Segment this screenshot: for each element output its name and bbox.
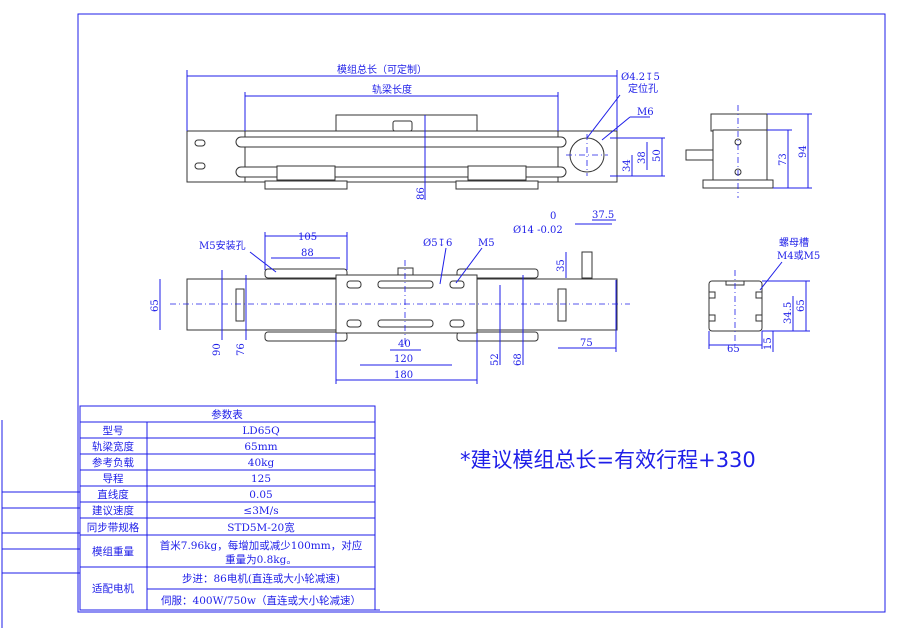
rail: [235, 136, 567, 148]
row-label: 建议速度: [92, 504, 134, 517]
row-value: LD65Q: [242, 425, 280, 437]
foot: [264, 180, 348, 190]
dim-86: 86: [416, 187, 427, 200]
section-view: [708, 261, 810, 352]
row-value-continued: 重量为0.8kg。: [225, 553, 297, 566]
shaft-dia-label: Ø14 -0.02: [513, 225, 563, 236]
dim-34-5: 34.5: [783, 302, 794, 324]
length-note: *建议模组总长=有效行程+330: [460, 448, 756, 472]
dim-38: 38: [637, 151, 648, 164]
tolerance-upper: 0: [550, 211, 556, 222]
dim-73: 73: [778, 153, 789, 166]
dim-37-5: 37.5: [592, 210, 614, 221]
row-value: 125: [251, 473, 271, 485]
row-value: 首米7.96kg，每增加或减少100mm，对应: [160, 539, 363, 552]
dim-180: 180: [394, 370, 413, 381]
nut-slot-label: 螺母槽: [779, 236, 809, 249]
motor-stepper: 步进：86电机(直连或大小轮减速): [182, 572, 340, 585]
dim-34: 34: [622, 159, 633, 172]
shaft: [581, 251, 593, 279]
pin-hole-label: 定位孔: [628, 82, 658, 95]
beam-length-label: 轨梁长度: [372, 83, 412, 96]
dim-40: 40: [398, 339, 411, 350]
dim-35: 35: [556, 259, 567, 272]
dim-94: 94: [798, 145, 809, 158]
pin-hole-dim: Ø4.2↧5: [621, 72, 660, 83]
margin-rows: [2, 491, 80, 574]
parameter-table: [79, 405, 380, 611]
dim-15: 15: [763, 337, 774, 350]
bottom-view: [159, 219, 630, 384]
row-value: STD5M-20宽: [227, 521, 295, 534]
dim-52: 52: [490, 353, 501, 366]
row-label: 模组重量: [92, 545, 134, 558]
row-label: 参考负载: [92, 456, 134, 469]
dim-50: 50: [652, 149, 663, 162]
foot: [455, 180, 539, 190]
nut-size-label: M4或M5: [777, 250, 820, 262]
row-label: 型号: [103, 424, 124, 437]
dim-105: 105: [298, 232, 317, 243]
m6-label: M6: [637, 107, 654, 118]
row-label: 适配电机: [92, 582, 134, 595]
row-label: 导程: [103, 473, 124, 485]
row-label: 同步带规格: [87, 521, 140, 534]
row-value: 0.05: [249, 489, 272, 501]
dim-65: 65: [150, 299, 161, 312]
m5-label: M5: [478, 238, 495, 249]
row-label: 直线度: [97, 488, 129, 501]
row-value: ≤3M/s: [243, 505, 278, 517]
dim-120: 120: [394, 354, 413, 365]
dim-75: 75: [580, 338, 593, 349]
sheet-border: [77, 13, 886, 613]
dim-65-height: 65: [796, 299, 807, 312]
top-view: [186, 70, 665, 200]
table-title: 参数表: [211, 408, 243, 421]
dim-88: 88: [301, 248, 314, 259]
row-value: 40kg: [248, 457, 275, 469]
motor-servo: 伺服：400W/750w（直连或大小轮减速）: [161, 594, 361, 607]
overall-length-label: 模组总长（可定制）: [337, 63, 427, 76]
row-value: 65mm: [244, 441, 277, 453]
end-view: [685, 105, 812, 198]
hole-5-label: Ø5↧6: [423, 238, 452, 249]
dim-65-width: 65: [727, 344, 740, 355]
m5-mount-label: M5安装孔: [199, 239, 246, 252]
dim-90: 90: [212, 343, 223, 356]
dim-76: 76: [236, 343, 247, 356]
dim-68: 68: [513, 353, 524, 366]
row-label: 轨梁宽度: [92, 440, 134, 453]
